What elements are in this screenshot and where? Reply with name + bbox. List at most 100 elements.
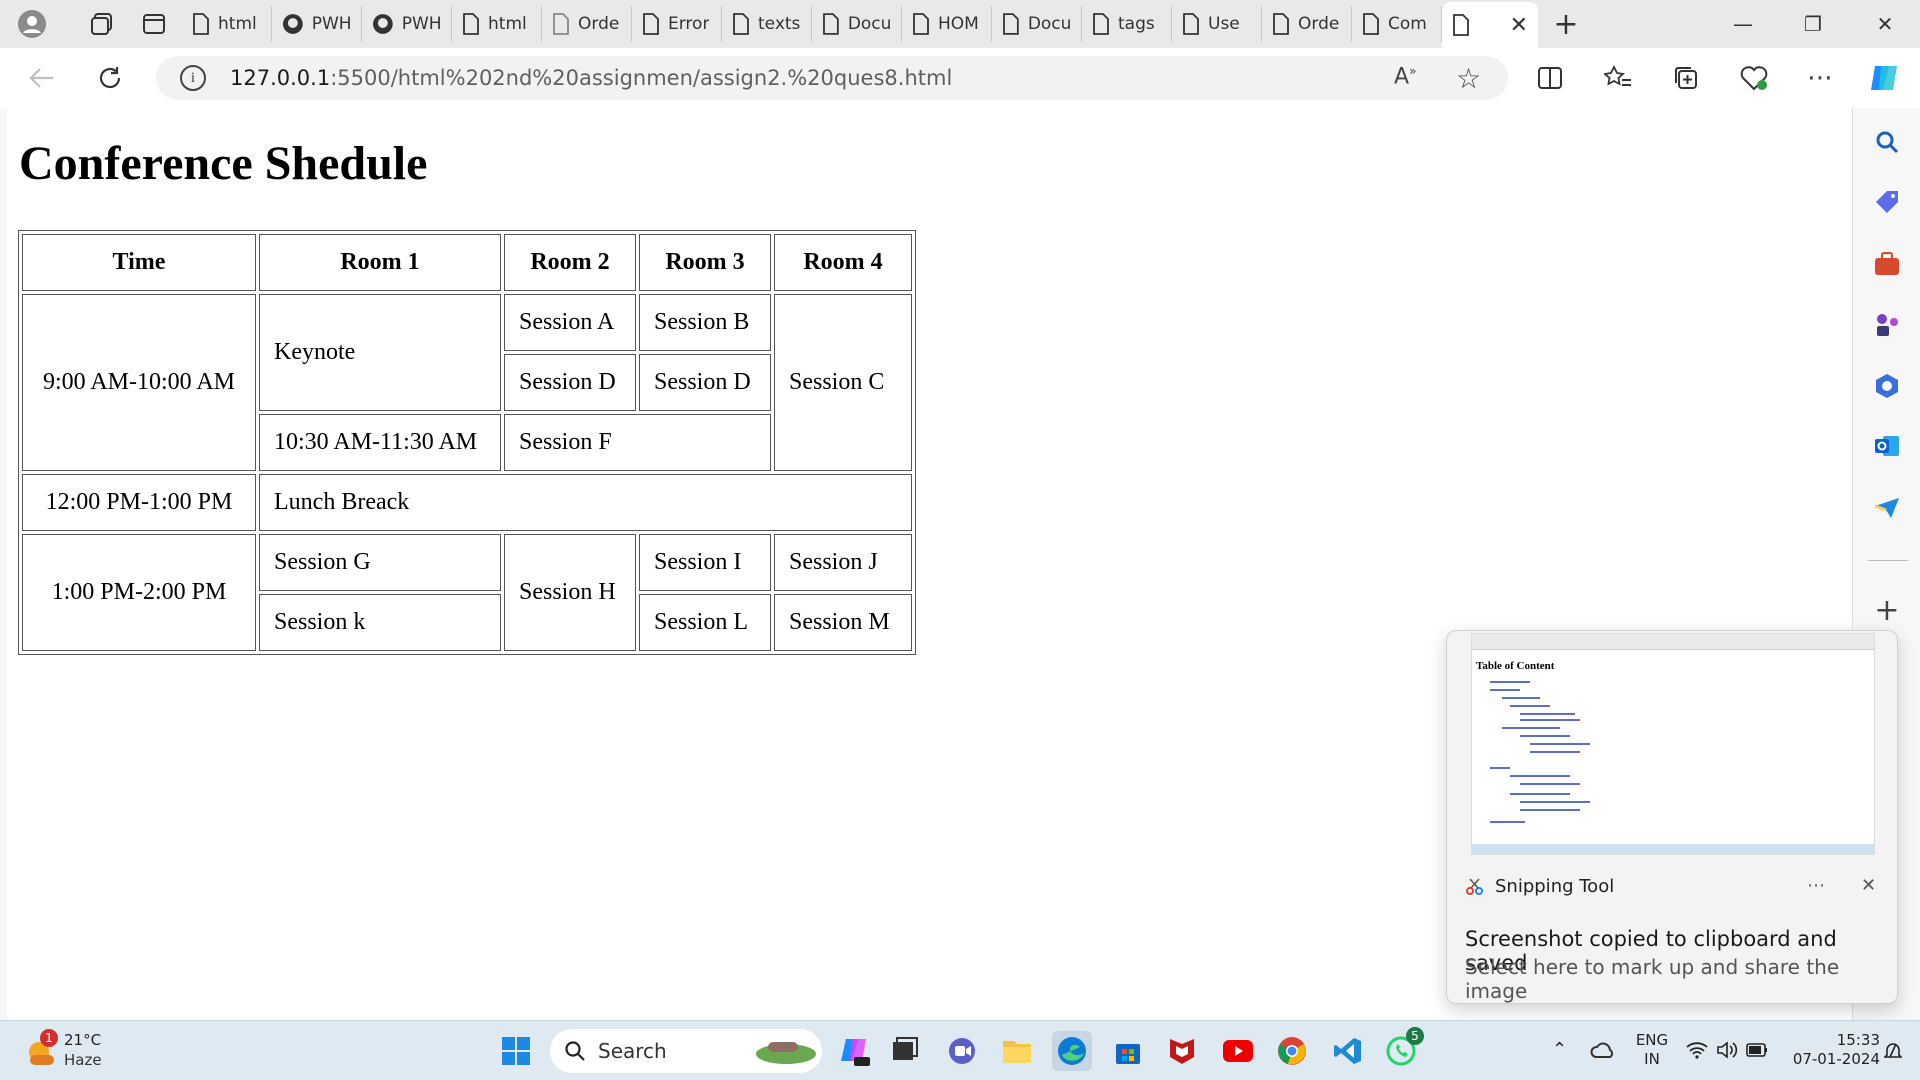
taskbar-search[interactable]: Search — [550, 1029, 822, 1073]
snipping-tool-notification[interactable]: Table of Content Snipping Tool ⋯ ✕ Scree… — [1446, 630, 1898, 1004]
schedule-table: Time Room 1 Room 2 Room 3 Room 4 9:00 AM… — [18, 230, 916, 655]
browser-tab[interactable]: Error — [632, 6, 722, 42]
start-button[interactable] — [496, 1031, 536, 1071]
table-row: Session D Session D — [22, 354, 912, 411]
collections-button[interactable] — [1668, 60, 1704, 96]
tools-briefcase-icon[interactable] — [1871, 248, 1903, 280]
page-title: Conference Shedule — [19, 137, 428, 190]
favorite-star-icon[interactable]: ☆ — [1456, 62, 1482, 95]
show-hidden-icons-button[interactable]: ⌃ — [1552, 1039, 1568, 1060]
sidebar-divider — [1868, 560, 1908, 561]
search-icon — [565, 1041, 585, 1061]
outlook-icon[interactable] — [1871, 430, 1903, 462]
screenshot-preview[interactable]: Table of Content — [1471, 633, 1875, 855]
notification-message: Screenshot copied to clipboard and saved — [1465, 927, 1837, 975]
browser-tab[interactable]: HOM — [902, 6, 992, 42]
browser-tab[interactable]: html — [452, 6, 542, 42]
search-icon[interactable] — [1871, 126, 1903, 158]
edge-browser-icon[interactable] — [1052, 1031, 1092, 1071]
refresh-button[interactable] — [92, 60, 128, 96]
column-header: Time — [22, 234, 256, 291]
language-indicator[interactable]: ENG IN — [1635, 1031, 1669, 1068]
tab-actions-icon — [143, 14, 165, 34]
time-cell: 10:30 AM-11:30 AM — [259, 414, 501, 471]
file-explorer-icon[interactable] — [997, 1031, 1037, 1071]
session-cell: Session H — [504, 534, 636, 651]
browser-tab[interactable]: Com — [1352, 6, 1442, 42]
restore-button[interactable]: ❐ — [1804, 12, 1822, 36]
column-header: Room 1 — [259, 234, 501, 291]
copilot-button[interactable] — [1866, 60, 1902, 96]
browser-tab[interactable]: PWH — [362, 6, 452, 42]
browser-tab[interactable]: tags — [1082, 6, 1172, 42]
whatsapp-icon[interactable]: 5 — [1382, 1027, 1424, 1071]
settings-more-button[interactable]: ⋯ — [1807, 63, 1833, 93]
table-row: 10:30 AM-11:30 AM Session F — [22, 414, 912, 471]
session-cell: Session I — [639, 534, 771, 591]
heart-pulse-icon — [1740, 66, 1768, 91]
volume-icon[interactable] — [1716, 1040, 1738, 1064]
teams-meet-icon[interactable] — [942, 1031, 982, 1071]
active-browser-tab[interactable]: ✕ — [1442, 2, 1538, 48]
minimize-button[interactable]: — — [1733, 12, 1753, 36]
browser-essentials-button[interactable] — [1736, 60, 1772, 96]
address-bar[interactable]: i 127.0.0.1:5500/html%202nd%20assignmen/… — [156, 56, 1508, 100]
back-button[interactable] — [24, 60, 60, 96]
browser-tab[interactable]: Use — [1172, 6, 1262, 42]
site-info-icon[interactable]: i — [180, 65, 206, 91]
session-cell: Session A — [504, 294, 636, 351]
task-view-icon[interactable] — [884, 1031, 924, 1071]
workspaces-button[interactable] — [82, 4, 122, 44]
clock[interactable]: 15:33 07-01-2024 — [1792, 1031, 1880, 1068]
browser-tab[interactable]: Orde — [1262, 6, 1352, 42]
favorites-button[interactable] — [1600, 60, 1636, 96]
time-cell: 12:00 PM-1:00 PM — [22, 474, 256, 531]
workspaces-icon — [91, 13, 112, 35]
search-highlight-icon — [756, 1042, 816, 1064]
battery-icon[interactable] — [1746, 1042, 1768, 1062]
browser-tab[interactable]: Orde — [542, 6, 632, 42]
close-window-button[interactable]: ✕ — [1876, 12, 1894, 36]
split-screen-button[interactable] — [1532, 60, 1568, 96]
browser-tab[interactable]: html — [182, 6, 272, 42]
session-cell: Session G — [259, 534, 501, 591]
microsoft-365-icon[interactable] — [1871, 370, 1903, 402]
microsoft-store-icon[interactable] — [1108, 1031, 1148, 1071]
drop-send-icon[interactable] — [1871, 492, 1903, 524]
wifi-icon[interactable] — [1686, 1041, 1708, 1063]
session-cell: Session C — [774, 294, 912, 471]
read-aloud-icon[interactable]: A» — [1394, 64, 1417, 90]
copilot-icon — [1871, 66, 1897, 90]
onedrive-tray-icon[interactable] — [1590, 1041, 1616, 1065]
notification-close-button[interactable]: ✕ — [1861, 875, 1877, 896]
weather-temp: 21°C — [64, 1031, 102, 1049]
session-cell: Session D — [504, 354, 636, 411]
youtube-icon[interactable] — [1218, 1031, 1258, 1071]
address-toolbar: i 127.0.0.1:5500/html%202nd%20assignmen/… — [0, 48, 1920, 108]
vscode-icon[interactable] — [1328, 1031, 1368, 1071]
page-icon — [1183, 13, 1199, 35]
weather-widget[interactable]: 1 21°C Haze — [20, 1027, 140, 1075]
weather-sun-icon — [29, 1042, 54, 1065]
session-cell: Session B — [639, 294, 771, 351]
close-tab-icon[interactable]: ✕ — [1509, 12, 1528, 38]
mcafee-icon[interactable] — [1162, 1031, 1202, 1071]
browser-tab[interactable]: texts — [722, 6, 812, 42]
add-sidebar-app-icon[interactable]: + — [1874, 592, 1900, 628]
chrome-icon[interactable] — [1272, 1031, 1312, 1071]
profile-button[interactable] — [12, 4, 52, 44]
browser-tab[interactable]: Docu — [812, 6, 902, 42]
vertical-tabs-button[interactable] — [134, 4, 174, 44]
browser-tab[interactable]: PWH — [272, 6, 362, 42]
new-tab-button[interactable]: + — [1553, 6, 1579, 42]
preview-taskbar — [1472, 844, 1874, 854]
whatsapp-badge: 5 — [1406, 1027, 1424, 1045]
copilot-pre-taskbar-icon[interactable] — [834, 1031, 874, 1071]
profile-icon — [18, 10, 46, 38]
shopping-tag-icon[interactable] — [1871, 186, 1903, 218]
games-chess-icon[interactable] — [1871, 308, 1903, 340]
notification-more-button[interactable]: ⋯ — [1807, 875, 1825, 896]
time-cell: 1:00 PM-2:00 PM — [22, 534, 256, 651]
notification-bell-icon[interactable] — [1883, 1041, 1903, 1065]
browser-tab[interactable]: Docu — [992, 6, 1082, 42]
